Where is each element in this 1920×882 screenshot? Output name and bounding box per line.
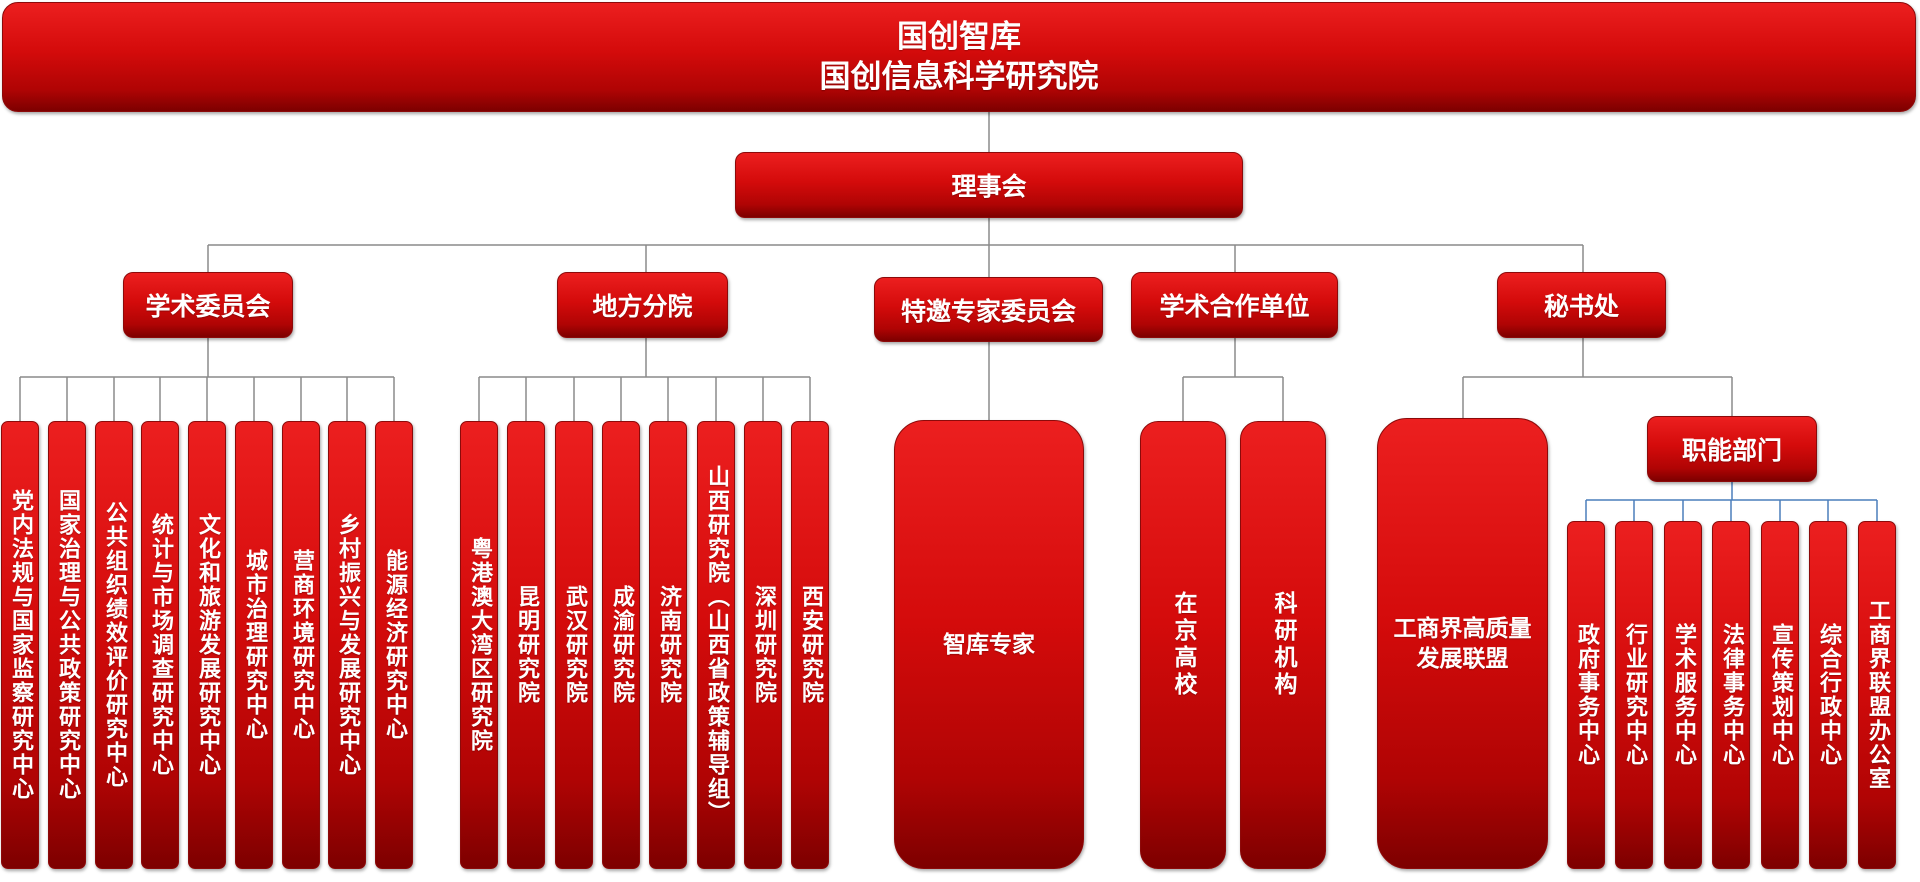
branch-institute-node: 深圳研究院: [744, 421, 782, 869]
secretariat-node: 秘书处: [1497, 272, 1666, 338]
org-title-line1: 国创智库: [897, 19, 1021, 55]
research-center-node: 能源经济研究中心: [375, 421, 413, 869]
functional-departments-node: 职能部门: [1647, 416, 1817, 482]
department-node: 工商界联盟办公室: [1858, 521, 1896, 869]
local-branches-node: 地方分院: [557, 272, 728, 338]
partner-node: 在京高校: [1140, 421, 1226, 869]
research-center-node: 乡村振兴与发展研究中心: [328, 421, 366, 869]
research-center-node: 党内法规与国家监察研究中心: [1, 421, 39, 869]
branch-institute-node: 西安研究院: [791, 421, 829, 869]
org-header: 国创智库 国创信息科学研究院: [2, 2, 1916, 112]
research-center-node: 文化和旅游发展研究中心: [188, 421, 226, 869]
research-center-node: 公共组织绩效评价研究中心: [95, 421, 133, 869]
academic-partners-node: 学术合作单位: [1131, 272, 1338, 338]
department-node: 法律事务中心: [1712, 521, 1750, 869]
branch-institute-node: 粤港澳大湾区研究院: [460, 421, 498, 869]
department-node: 宣传策划中心: [1761, 521, 1799, 869]
academic-committee-node: 学术委员会: [123, 272, 293, 338]
research-center-node: 营商环境研究中心: [282, 421, 320, 869]
department-node: 政府事务中心: [1567, 521, 1605, 869]
special-experts-node: 特邀专家委员会: [874, 277, 1103, 342]
department-node: 学术服务中心: [1664, 521, 1702, 869]
branch-institute-node: 山西研究院（山西省政策辅导组）: [697, 421, 735, 869]
branch-institute-node: 济南研究院: [649, 421, 687, 869]
org-title-line2: 国创信息科学研究院: [819, 59, 1099, 95]
board-node: 理事会: [735, 152, 1243, 218]
department-node: 行业研究中心: [1615, 521, 1653, 869]
department-node: 综合行政中心: [1809, 521, 1847, 869]
think-tank-experts-node: 智库专家: [894, 420, 1084, 869]
partner-node: 科研机构: [1240, 421, 1326, 869]
research-center-node: 城市治理研究中心: [235, 421, 273, 869]
research-center-node: 统计与市场调查研究中心: [141, 421, 179, 869]
branch-institute-node: 昆明研究院: [507, 421, 545, 869]
branch-institute-node: 成渝研究院: [602, 421, 640, 869]
branch-institute-node: 武汉研究院: [555, 421, 593, 869]
alliance-node: 工商界高质量发展联盟: [1377, 418, 1548, 869]
research-center-node: 国家治理与公共政策研究中心: [48, 421, 86, 869]
